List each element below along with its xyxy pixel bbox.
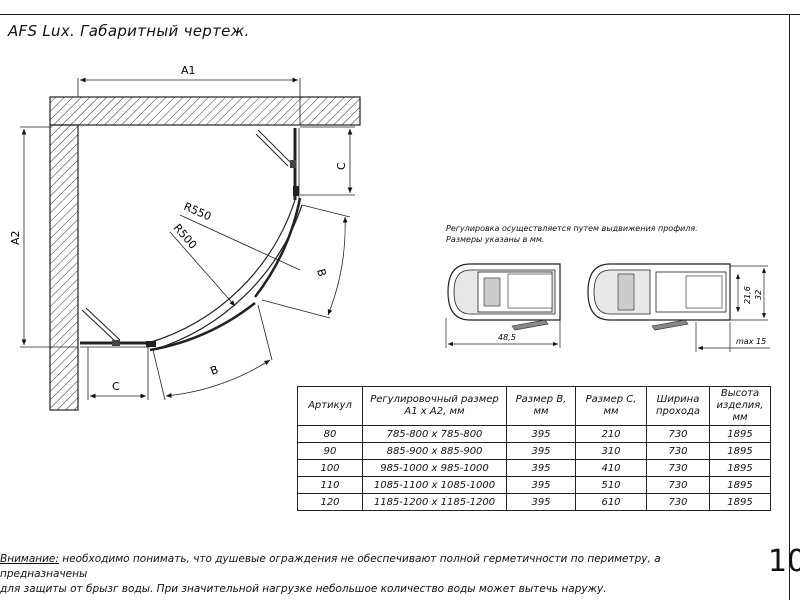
warning-text-line2: для защиты от брызг воды. При значительн… — [0, 583, 607, 595]
cell-size-c: 410 — [575, 459, 647, 477]
dim-a1-label: A1 — [181, 64, 196, 77]
col-header-size-b: Размер B, мм — [506, 386, 576, 426]
warning-text-line1: необходимо понимать, что душевые огражде… — [0, 553, 661, 580]
cell-size-c: 210 — [575, 425, 647, 443]
col-header-article: Артикул — [297, 386, 363, 426]
cell-article: 80 — [297, 425, 363, 443]
cell-adjust-size: 885-900 x 885-900 — [362, 442, 507, 460]
col-header-size-c: Размер C, мм — [575, 386, 647, 426]
page-number: 10 — [768, 544, 800, 579]
left-wall — [49, 124, 79, 411]
table-row: 120 1185-1200 x 1185-1200 395 610 730 18… — [297, 493, 771, 511]
sliding-door-left — [149, 302, 256, 352]
cell-product-height: 1895 — [709, 425, 771, 443]
profile-note-line2: Размеры указаны в мм. — [446, 235, 545, 244]
radius-inner-label: R500 — [171, 221, 200, 251]
profile-section-collapsed — [445, 263, 561, 348]
table-row: 90 885-900 x 885-900 395 310 730 1895 — [297, 442, 771, 460]
table-row: 100 985-1000 x 985-1000 395 410 730 1895 — [297, 459, 771, 477]
dim-c-top-label: C — [335, 162, 348, 170]
cell-product-height: 1895 — [709, 493, 771, 511]
cell-size-c: 310 — [575, 442, 647, 460]
dim-b-right-arc — [327, 216, 348, 316]
cell-article: 90 — [297, 442, 363, 460]
cell-product-height: 1895 — [709, 442, 771, 460]
table-row: 110 1085-1100 x 1085-1000 395 510 730 18… — [297, 476, 771, 494]
cell-passage-width: 730 — [646, 442, 710, 460]
cell-passage-width: 730 — [646, 476, 710, 494]
cell-size-c: 610 — [575, 493, 647, 511]
cell-size-b: 395 — [506, 476, 576, 494]
cell-article: 100 — [297, 459, 363, 477]
warning-label: Внимание: — [0, 553, 59, 565]
profile-inner-label: 21,6 — [743, 286, 752, 304]
page-title: AFS Lux. Габаритный чертеж. — [8, 22, 250, 40]
warning-note: Внимание: необходимо понимать, что душев… — [0, 552, 740, 597]
cell-adjust-size: 985-1000 x 985-1000 — [362, 459, 507, 477]
profile-height-label: 32 — [754, 290, 763, 300]
cell-adjust-size: 1185-1200 x 1185-1200 — [362, 493, 507, 511]
cell-size-b: 395 — [506, 425, 576, 443]
dim-b-bottom-arc — [165, 359, 271, 398]
cell-article: 110 — [297, 476, 363, 494]
cell-product-height: 1895 — [709, 459, 771, 477]
dim-b-bottom-label: B — [209, 363, 221, 378]
top-border-line — [0, 14, 800, 15]
cell-adjust-size: 785-800 x 785-800 — [362, 425, 507, 443]
cell-product-height: 1895 — [709, 476, 771, 494]
right-border-line — [789, 14, 790, 600]
table-header-row: Артикул Регулировочный размер A1 x A2, м… — [297, 386, 771, 426]
sliding-door-right — [254, 197, 302, 298]
spec-table: Артикул Регулировочный размер A1 x A2, м… — [297, 386, 771, 511]
profile-section-extended — [587, 263, 770, 352]
col-header-product-height: Высота изделия, мм — [709, 386, 771, 426]
profile-note-line1: Регулировка осуществляется путем выдвиже… — [446, 224, 698, 233]
cell-size-b: 395 — [506, 442, 576, 460]
curved-door-inner — [147, 199, 296, 344]
cell-passage-width: 730 — [646, 493, 710, 511]
dim-c-bottom-label: C — [112, 380, 120, 393]
cell-adjust-size: 1085-1100 x 1085-1000 — [362, 476, 507, 494]
cell-size-c: 510 — [575, 476, 647, 494]
radius-inner-line — [169, 231, 236, 307]
col-header-passage-width: Ширина прохода — [646, 386, 710, 426]
dim-a2-label: A2 — [9, 230, 22, 245]
cell-passage-width: 730 — [646, 459, 710, 477]
dim-b-right-label: B — [314, 267, 329, 278]
col-header-adjust-size: Регулировочный размер A1 x A2, мм — [362, 386, 507, 426]
cell-passage-width: 730 — [646, 425, 710, 443]
top-wall — [49, 96, 361, 126]
radius-outer-line — [179, 214, 301, 271]
table-row: 80 785-800 x 785-800 395 210 730 1895 — [297, 425, 771, 443]
profile-width-label: 48,5 — [498, 333, 516, 342]
radius-outer-label: R550 — [182, 200, 213, 224]
cell-size-b: 395 — [506, 459, 576, 477]
cell-size-b: 395 — [506, 493, 576, 511]
profile-max-label: max 15 — [736, 337, 766, 346]
cell-article: 120 — [297, 493, 363, 511]
